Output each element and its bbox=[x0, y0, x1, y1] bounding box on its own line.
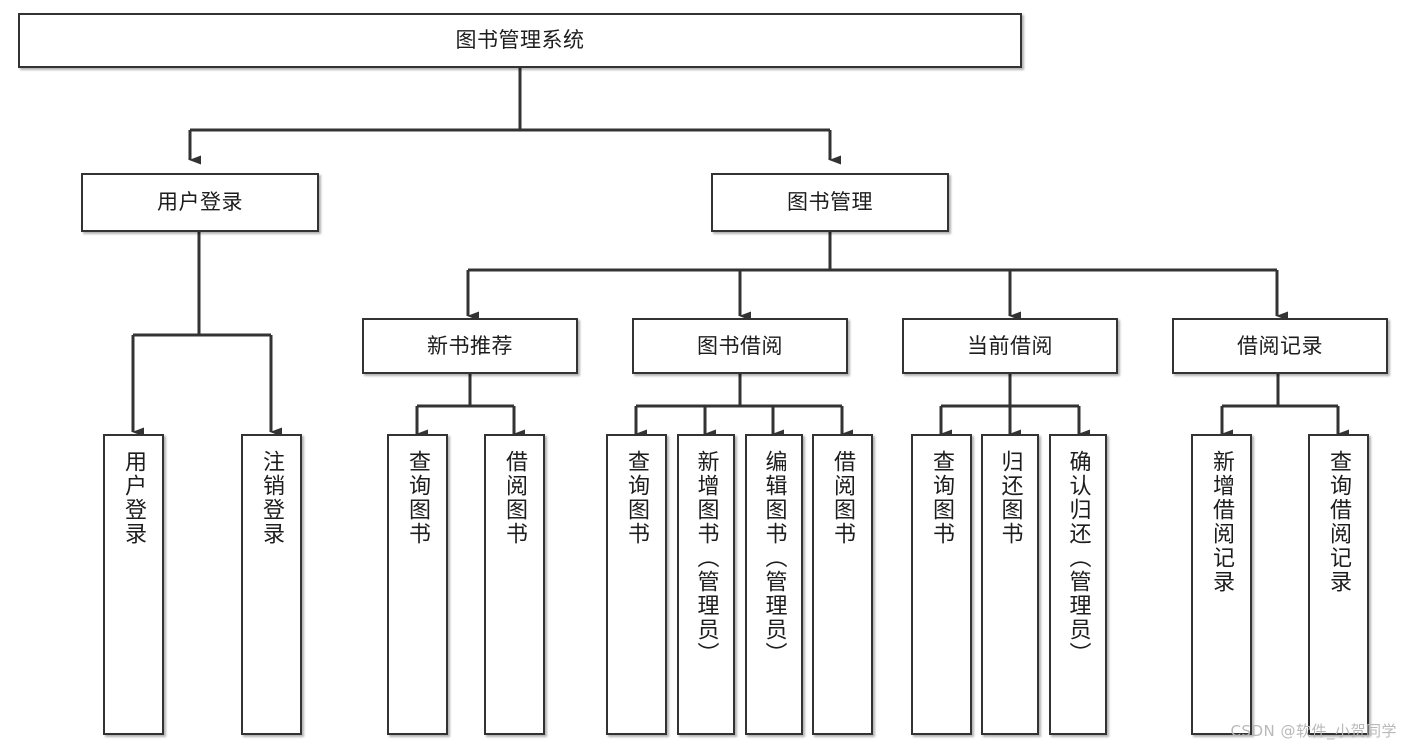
leaf-add-book-admin[interactable]: 新增图书（管理员） bbox=[677, 434, 735, 735]
node-current-borrow[interactable]: 当前借阅 bbox=[902, 318, 1118, 374]
leaf-return-book[interactable]: 归还图书 bbox=[981, 434, 1039, 735]
node-label: 查询图书 bbox=[624, 450, 650, 546]
node-label: 注销登录 bbox=[259, 450, 285, 546]
leaf-borrow-book-recommend[interactable]: 借阅图书 bbox=[484, 434, 545, 735]
node-book-borrow[interactable]: 图书借阅 bbox=[632, 318, 848, 374]
node-label: 确认归还（管理员） bbox=[1065, 450, 1091, 666]
node-label: 编辑图书（管理员） bbox=[761, 450, 787, 666]
node-borrow-record[interactable]: 借阅记录 bbox=[1172, 318, 1388, 374]
leaf-query-borrow-record[interactable]: 查询借阅记录 bbox=[1308, 434, 1369, 735]
node-label: 借阅图书 bbox=[502, 450, 528, 546]
leaf-query-book-borrow[interactable]: 查询图书 bbox=[606, 434, 667, 735]
node-label: 用户登录 bbox=[157, 190, 243, 215]
leaf-user-login[interactable]: 用户登录 bbox=[103, 434, 164, 735]
node-label: 新增图书（管理员） bbox=[693, 450, 719, 666]
node-user-login[interactable]: 用户登录 bbox=[81, 173, 319, 232]
node-label: 查询图书 bbox=[929, 450, 955, 546]
node-label: 图书管理系统 bbox=[455, 28, 585, 53]
leaf-query-book-current[interactable]: 查询图书 bbox=[911, 434, 972, 735]
node-label: 查询图书 bbox=[405, 450, 431, 546]
leaf-query-book-recommend[interactable]: 查询图书 bbox=[387, 434, 448, 735]
node-label: 图书借阅 bbox=[697, 333, 783, 358]
leaf-user-logout[interactable]: 注销登录 bbox=[241, 434, 302, 735]
node-book-manage[interactable]: 图书管理 bbox=[711, 173, 949, 232]
leaf-edit-book-admin[interactable]: 编辑图书（管理员） bbox=[745, 434, 803, 735]
node-label: 当前借阅 bbox=[967, 333, 1053, 358]
node-label: 借阅记录 bbox=[1237, 333, 1323, 358]
leaf-borrow-book[interactable]: 借阅图书 bbox=[812, 434, 873, 735]
leaf-add-borrow-record[interactable]: 新增借阅记录 bbox=[1191, 434, 1252, 735]
node-label: 查询借阅记录 bbox=[1326, 450, 1352, 594]
node-label: 归还图书 bbox=[997, 450, 1023, 546]
node-label: 新书推荐 bbox=[427, 333, 513, 358]
node-new-book-recommend[interactable]: 新书推荐 bbox=[362, 318, 578, 374]
leaf-confirm-return-admin[interactable]: 确认归还（管理员） bbox=[1049, 434, 1107, 735]
node-label: 图书管理 bbox=[787, 190, 873, 215]
node-label: 新增借阅记录 bbox=[1209, 450, 1235, 594]
node-label: 用户登录 bbox=[121, 450, 147, 546]
node-label: 借阅图书 bbox=[830, 450, 856, 546]
node-root-system[interactable]: 图书管理系统 bbox=[18, 13, 1022, 68]
watermark: CSDN @软件_小贺同学 bbox=[1230, 722, 1397, 740]
